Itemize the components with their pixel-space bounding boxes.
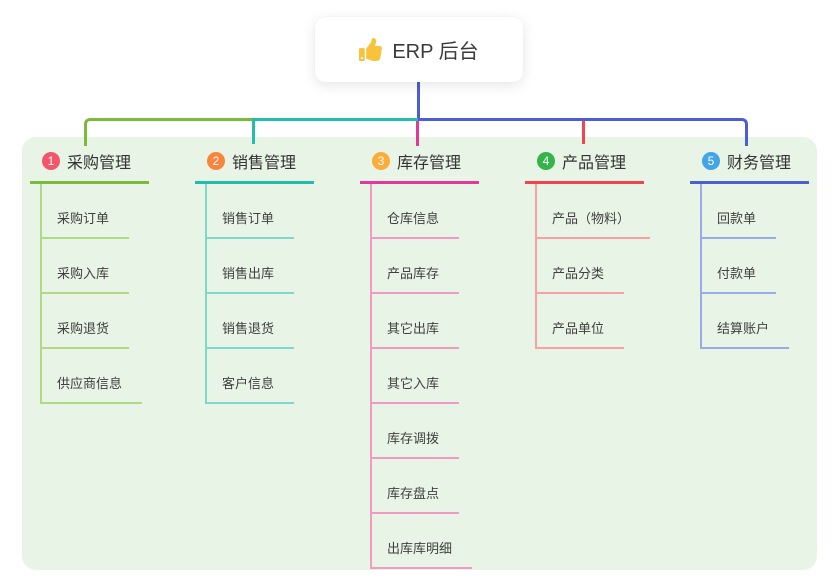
branch-header[interactable]: 1 采购管理 xyxy=(30,145,149,184)
branch-header[interactable]: 3 库存管理 xyxy=(360,145,479,184)
mindmap-item[interactable]: 仓库信息 xyxy=(372,184,460,239)
item-label: 其它出库 xyxy=(387,321,440,336)
mindmap-item[interactable]: 结算账户 xyxy=(702,294,790,349)
item-label: 库存调拨 xyxy=(387,431,440,446)
connector-bus-middle xyxy=(252,118,418,121)
item-label: 产品（物料） xyxy=(552,211,631,226)
item-label: 回款单 xyxy=(717,211,757,226)
branch-5: 5 财务管理 回款单 付款单 结算账户 xyxy=(690,145,809,349)
item-label: 仓库信息 xyxy=(387,211,440,226)
branch-items: 采购订单 采购入库 采购退货 供应商信息 xyxy=(40,184,143,404)
branch-items: 回款单 付款单 结算账户 xyxy=(700,184,790,349)
branch-items: 销售订单 销售出库 销售退货 客户信息 xyxy=(205,184,295,404)
branch-number-badge: 3 xyxy=(372,152,390,170)
mindmap-item[interactable]: 其它入库 xyxy=(372,349,460,404)
connector-drop-sales xyxy=(252,121,255,144)
item-label: 库存盘点 xyxy=(387,486,440,501)
mindmap-item[interactable]: 出库库明细 xyxy=(372,514,473,569)
item-label: 销售订单 xyxy=(222,211,275,226)
item-label: 销售出库 xyxy=(222,266,275,281)
mindmap-item[interactable]: 产品分类 xyxy=(537,239,625,294)
branch-number-badge: 2 xyxy=(207,152,225,170)
branch-items: 产品（物料） 产品分类 产品单位 xyxy=(535,184,651,349)
mindmap-item[interactable]: 供应商信息 xyxy=(42,349,143,404)
branch-items: 仓库信息 产品库存 其它出库 其它入库 库存调拨 库存盘点 出库库明细 xyxy=(370,184,473,569)
branch-1: 1 采购管理 采购订单 采购入库 采购退货 供应商信息 xyxy=(30,145,149,404)
item-label: 客户信息 xyxy=(222,376,275,391)
branch-label: 财务管理 xyxy=(727,155,792,172)
item-label: 采购退货 xyxy=(57,321,110,336)
item-label: 销售退货 xyxy=(222,321,275,336)
item-label: 供应商信息 xyxy=(57,376,123,391)
item-label: 采购入库 xyxy=(57,266,110,281)
branches-panel xyxy=(22,137,817,570)
item-label: 产品分类 xyxy=(552,266,605,281)
mindmap-item[interactable]: 其它出库 xyxy=(372,294,460,349)
branch-number-badge: 5 xyxy=(702,152,720,170)
mindmap-item[interactable]: 销售订单 xyxy=(207,184,295,239)
mindmap-item[interactable]: 销售退货 xyxy=(207,294,295,349)
branch-4: 4 产品管理 产品（物料） 产品分类 产品单位 xyxy=(525,145,651,349)
branch-header[interactable]: 5 财务管理 xyxy=(690,145,809,184)
item-label: 其它入库 xyxy=(387,376,440,391)
item-label: 结算账户 xyxy=(717,321,770,336)
mindmap-item[interactable]: 产品单位 xyxy=(537,294,625,349)
mindmap-item[interactable]: 回款单 xyxy=(702,184,777,239)
branch-number-badge: 4 xyxy=(537,152,555,170)
branch-label: 采购管理 xyxy=(67,155,132,172)
connector-drop-product xyxy=(582,121,585,144)
root-node[interactable]: ERP 后台 xyxy=(315,17,523,82)
item-label: 采购订单 xyxy=(57,211,110,226)
item-label: 出库库明细 xyxy=(387,541,453,556)
item-label: 产品库存 xyxy=(387,266,440,281)
mindmap-item[interactable]: 采购入库 xyxy=(42,239,130,294)
thumbs-up-icon xyxy=(359,38,383,61)
connector-drop-inventory xyxy=(416,121,419,146)
mindmap-item[interactable]: 产品（物料） xyxy=(537,184,651,239)
root-title: ERP 后台 xyxy=(392,41,479,63)
branch-header[interactable]: 2 销售管理 xyxy=(195,145,314,184)
mindmap-item[interactable]: 采购退货 xyxy=(42,294,130,349)
connector-root-line xyxy=(417,82,420,119)
mindmap-item[interactable]: 产品库存 xyxy=(372,239,460,294)
branch-label: 销售管理 xyxy=(232,155,297,172)
mindmap-item[interactable]: 库存盘点 xyxy=(372,459,460,514)
mindmap-item[interactable]: 库存调拨 xyxy=(372,404,460,459)
mindmap-item[interactable]: 采购订单 xyxy=(42,184,130,239)
branch-label: 产品管理 xyxy=(562,155,627,172)
branch-label: 库存管理 xyxy=(397,155,462,172)
mindmap-item[interactable]: 客户信息 xyxy=(207,349,295,404)
connector-bus-right xyxy=(418,118,748,146)
mindmap-item[interactable]: 付款单 xyxy=(702,239,777,294)
item-label: 产品单位 xyxy=(552,321,605,336)
branch-number-badge: 1 xyxy=(42,152,60,170)
branch-header[interactable]: 4 产品管理 xyxy=(525,145,644,184)
branch-3: 3 库存管理 仓库信息 产品库存 其它出库 其它入库 库存调拨 库存盘点 出库库… xyxy=(360,145,479,569)
mindmap-item[interactable]: 销售出库 xyxy=(207,239,295,294)
connector-bus-left xyxy=(84,118,252,146)
branch-2: 2 销售管理 销售订单 销售出库 销售退货 客户信息 xyxy=(195,145,314,404)
item-label: 付款单 xyxy=(717,266,757,281)
